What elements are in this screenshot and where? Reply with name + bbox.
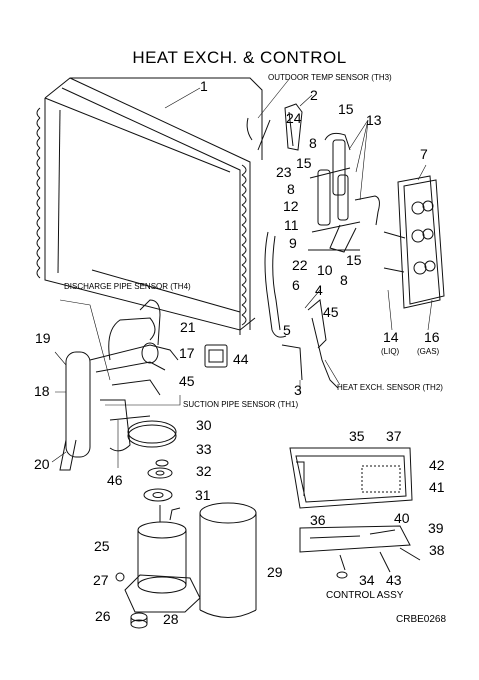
- leader-lines: [51, 77, 433, 468]
- part-number: 15: [296, 155, 312, 171]
- part-number: 14: [383, 329, 399, 345]
- service-valve-panel: [383, 175, 445, 309]
- control-assembly: [289, 447, 421, 579]
- connector-44: [204, 344, 228, 368]
- part-number: 29: [267, 564, 283, 580]
- part-number: 33: [196, 441, 212, 457]
- diagram-code: CRBE0268: [396, 614, 447, 625]
- part-number: 24: [286, 110, 302, 126]
- part-number: 13: [366, 112, 382, 128]
- part-number: 23: [276, 164, 292, 180]
- part-number: 7: [420, 146, 428, 162]
- part-number: 25: [94, 538, 110, 554]
- part-number: 41: [429, 479, 445, 495]
- fasteners: [143, 459, 173, 502]
- part-number: 32: [196, 463, 212, 479]
- part-number: 31: [195, 487, 211, 503]
- part-number: 20: [34, 456, 50, 472]
- piping-assembly: [59, 299, 179, 471]
- part-number: 8: [309, 135, 317, 151]
- part-number: 34: [359, 572, 375, 588]
- part-number: 12: [283, 198, 299, 214]
- part-number: 45: [179, 373, 195, 389]
- part-number: 18: [34, 383, 50, 399]
- part-number: 37: [386, 428, 402, 444]
- part-number: 2: [310, 87, 318, 103]
- outdoor-sensor-bracket: [246, 103, 303, 151]
- compressor: [115, 505, 201, 613]
- part-number: 36: [310, 512, 326, 528]
- part-number: 42: [429, 457, 445, 473]
- control-assy-label: CONTROL ASSY: [326, 590, 404, 601]
- sound-jacket: [199, 502, 257, 618]
- part-number: 10: [317, 262, 333, 278]
- part-number: 45: [323, 304, 339, 320]
- isolator-plate: [127, 420, 177, 448]
- heat-exchanger-coil: [36, 77, 263, 335]
- part-number: 5: [283, 322, 291, 338]
- part-number: 27: [93, 572, 109, 588]
- part-number: 28: [163, 611, 179, 627]
- outdoor-temp-sensor-label: OUTDOOR TEMP SENSOR (TH3): [268, 73, 392, 82]
- part-number: 15: [338, 101, 354, 117]
- discharge-pipe-sensor-label: DISCHARGE PIPE SENSOR (TH4): [64, 282, 191, 291]
- part-number: 17: [179, 345, 195, 361]
- valve-manifold: [308, 132, 380, 253]
- liq-label: (LIQ): [381, 347, 400, 356]
- part-number: 40: [394, 510, 410, 526]
- part-number: 1: [200, 78, 208, 94]
- heat-exch-sensor-label: HEAT EXCH. SENSOR (TH2): [337, 383, 443, 392]
- part-number: 22: [292, 257, 308, 273]
- part-number: 9: [289, 235, 297, 251]
- grommet: [130, 612, 148, 629]
- part-number: 44: [233, 351, 249, 367]
- diagram-title: HEAT EXCH. & CONTROL: [132, 48, 347, 67]
- part-number: 46: [107, 472, 123, 488]
- part-number: 8: [340, 272, 348, 288]
- part-number: 16: [424, 329, 440, 345]
- capillary-pipes: [264, 231, 339, 389]
- part-number: 8: [287, 181, 295, 197]
- part-number: 35: [349, 428, 365, 444]
- part-number: 3: [294, 382, 302, 398]
- part-number: 4: [315, 282, 323, 298]
- part-number: 26: [95, 608, 111, 624]
- part-number: 21: [180, 319, 196, 335]
- part-number: 39: [428, 520, 444, 536]
- part-number: 11: [284, 217, 299, 233]
- part-number: 43: [386, 572, 402, 588]
- part-number: 30: [196, 417, 212, 433]
- part-number: 38: [429, 542, 445, 558]
- gas-label: (GAS): [417, 347, 440, 356]
- part-number: 19: [35, 330, 51, 346]
- suction-pipe-sensor-label: SUCTION PIPE SENSOR (TH1): [183, 400, 299, 409]
- part-number: 15: [346, 252, 362, 268]
- part-number: 6: [292, 277, 300, 293]
